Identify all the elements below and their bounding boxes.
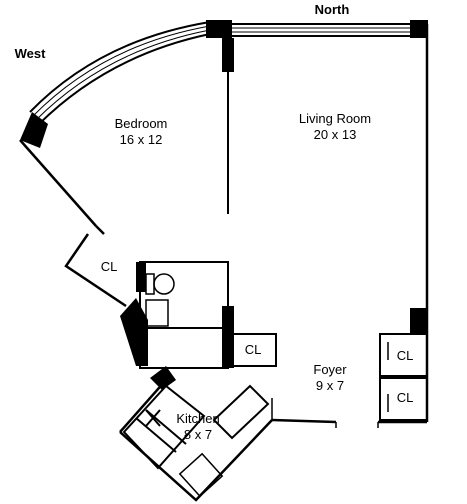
bedroom-closet-label: CL — [100, 259, 118, 274]
foyer-closet-lower-label: CL — [396, 390, 414, 405]
west-label: West — [14, 46, 46, 61]
foyer-name: Foyer — [313, 362, 347, 377]
kitchen-size: 8 x 7 — [183, 427, 213, 442]
bedroom-label: Bedroom 16 x 12 — [96, 116, 186, 148]
west-window — [29, 21, 211, 125]
living-room-name: Living Room — [298, 111, 372, 126]
bedroom-name: Bedroom — [114, 116, 168, 131]
north-window — [232, 23, 412, 37]
structural-columns — [20, 20, 428, 390]
kitchen-label: Kitchen 8 x 7 — [166, 411, 230, 443]
bedroom-size: 16 x 12 — [119, 132, 163, 147]
north-label: North — [314, 2, 350, 17]
foyer-label: Foyer 9 x 7 — [300, 362, 360, 394]
door-swings — [271, 342, 389, 428]
interior-walls — [122, 36, 428, 498]
living-room-label: Living Room 20 x 13 — [280, 111, 390, 143]
hall-closet-label: CL — [244, 342, 262, 357]
living-room-size: 20 x 13 — [313, 127, 357, 142]
foyer-closet-upper-label: CL — [396, 348, 414, 363]
kitchen-name: Kitchen — [176, 411, 220, 426]
foyer-size: 9 x 7 — [315, 378, 345, 393]
